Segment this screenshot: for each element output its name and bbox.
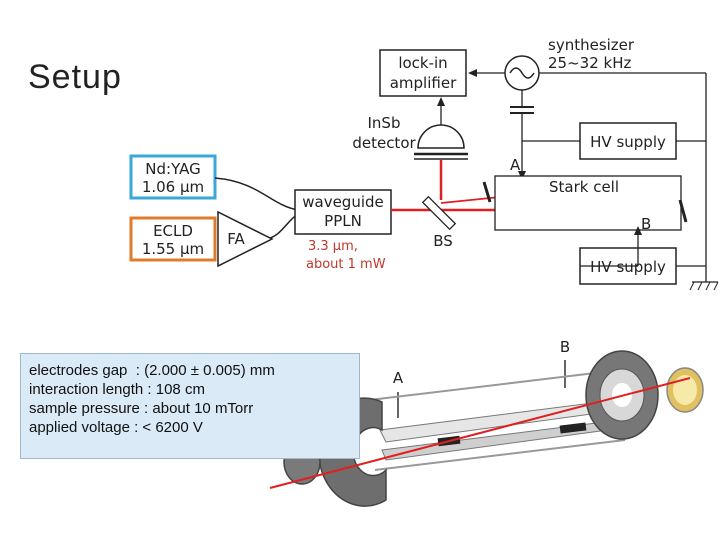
experiment-parameters-box: electrodes gap : (2.000 ± 0.005) mm inte… (20, 353, 360, 459)
insb-detector: InSb detector (352, 114, 468, 160)
waveguide-label-1: waveguide (302, 193, 384, 211)
stark-cell-label: Stark cell (549, 178, 619, 196)
photo-label-b: B (560, 338, 570, 356)
fiber-amplifier: FA (217, 210, 274, 268)
nd-yag-label-2: 1.06 μm (142, 178, 204, 196)
info-interaction-length: interaction length : 108 cm (29, 381, 205, 398)
output-label-2: about 1 mW (306, 257, 386, 272)
info-applied-voltage: applied voltage : < 6200 V (29, 419, 203, 436)
ecld-source: ECLD 1.55 μm (129, 216, 217, 262)
info-sample-pressure: sample pressure : about 10 mTorr (29, 400, 254, 417)
waveguide-label-2: PPLN (324, 212, 362, 230)
electrode-b-label: B (641, 215, 651, 233)
synthesizer-label-2: 25~32 kHz (548, 54, 631, 72)
slide-title: Setup (28, 58, 122, 96)
beam-splitter: BS (421, 195, 457, 250)
hv-supply-bottom-label: HV supply (590, 258, 666, 276)
stark-cell: Stark cell (482, 175, 688, 231)
fa-label: FA (227, 230, 245, 248)
nd-yag-label-1: Nd:YAG (145, 160, 200, 178)
lock-in-amplifier: lock-in amplifier (379, 49, 467, 97)
ecld-label-1: ECLD (153, 222, 193, 240)
nd-yag-source: Nd:YAG 1.06 μm (129, 154, 217, 200)
synthesizer-label-1: synthesizer (548, 36, 635, 54)
lock-in-label-2: amplifier (390, 74, 457, 92)
hv-supply-top-label: HV supply (590, 133, 666, 151)
ecld-label-2: 1.55 μm (142, 240, 204, 258)
waveguide-ppln: waveguide PPLN (294, 189, 392, 235)
detector-label-2: detector (352, 134, 416, 152)
lock-in-label-1: lock-in (398, 54, 447, 72)
photo-label-a: A (393, 369, 404, 387)
electrode-a-label: A (510, 156, 521, 174)
detector-label-1: InSb (368, 114, 401, 132)
bs-label: BS (433, 232, 453, 250)
synthesizer: synthesizer 25~32 kHz (504, 36, 635, 91)
hv-supply-top: HV supply (579, 122, 677, 160)
info-electrodes-gap: electrodes gap : (2.000 ± 0.005) mm (29, 362, 275, 379)
output-label-1: 3.3 μm, (308, 239, 358, 254)
